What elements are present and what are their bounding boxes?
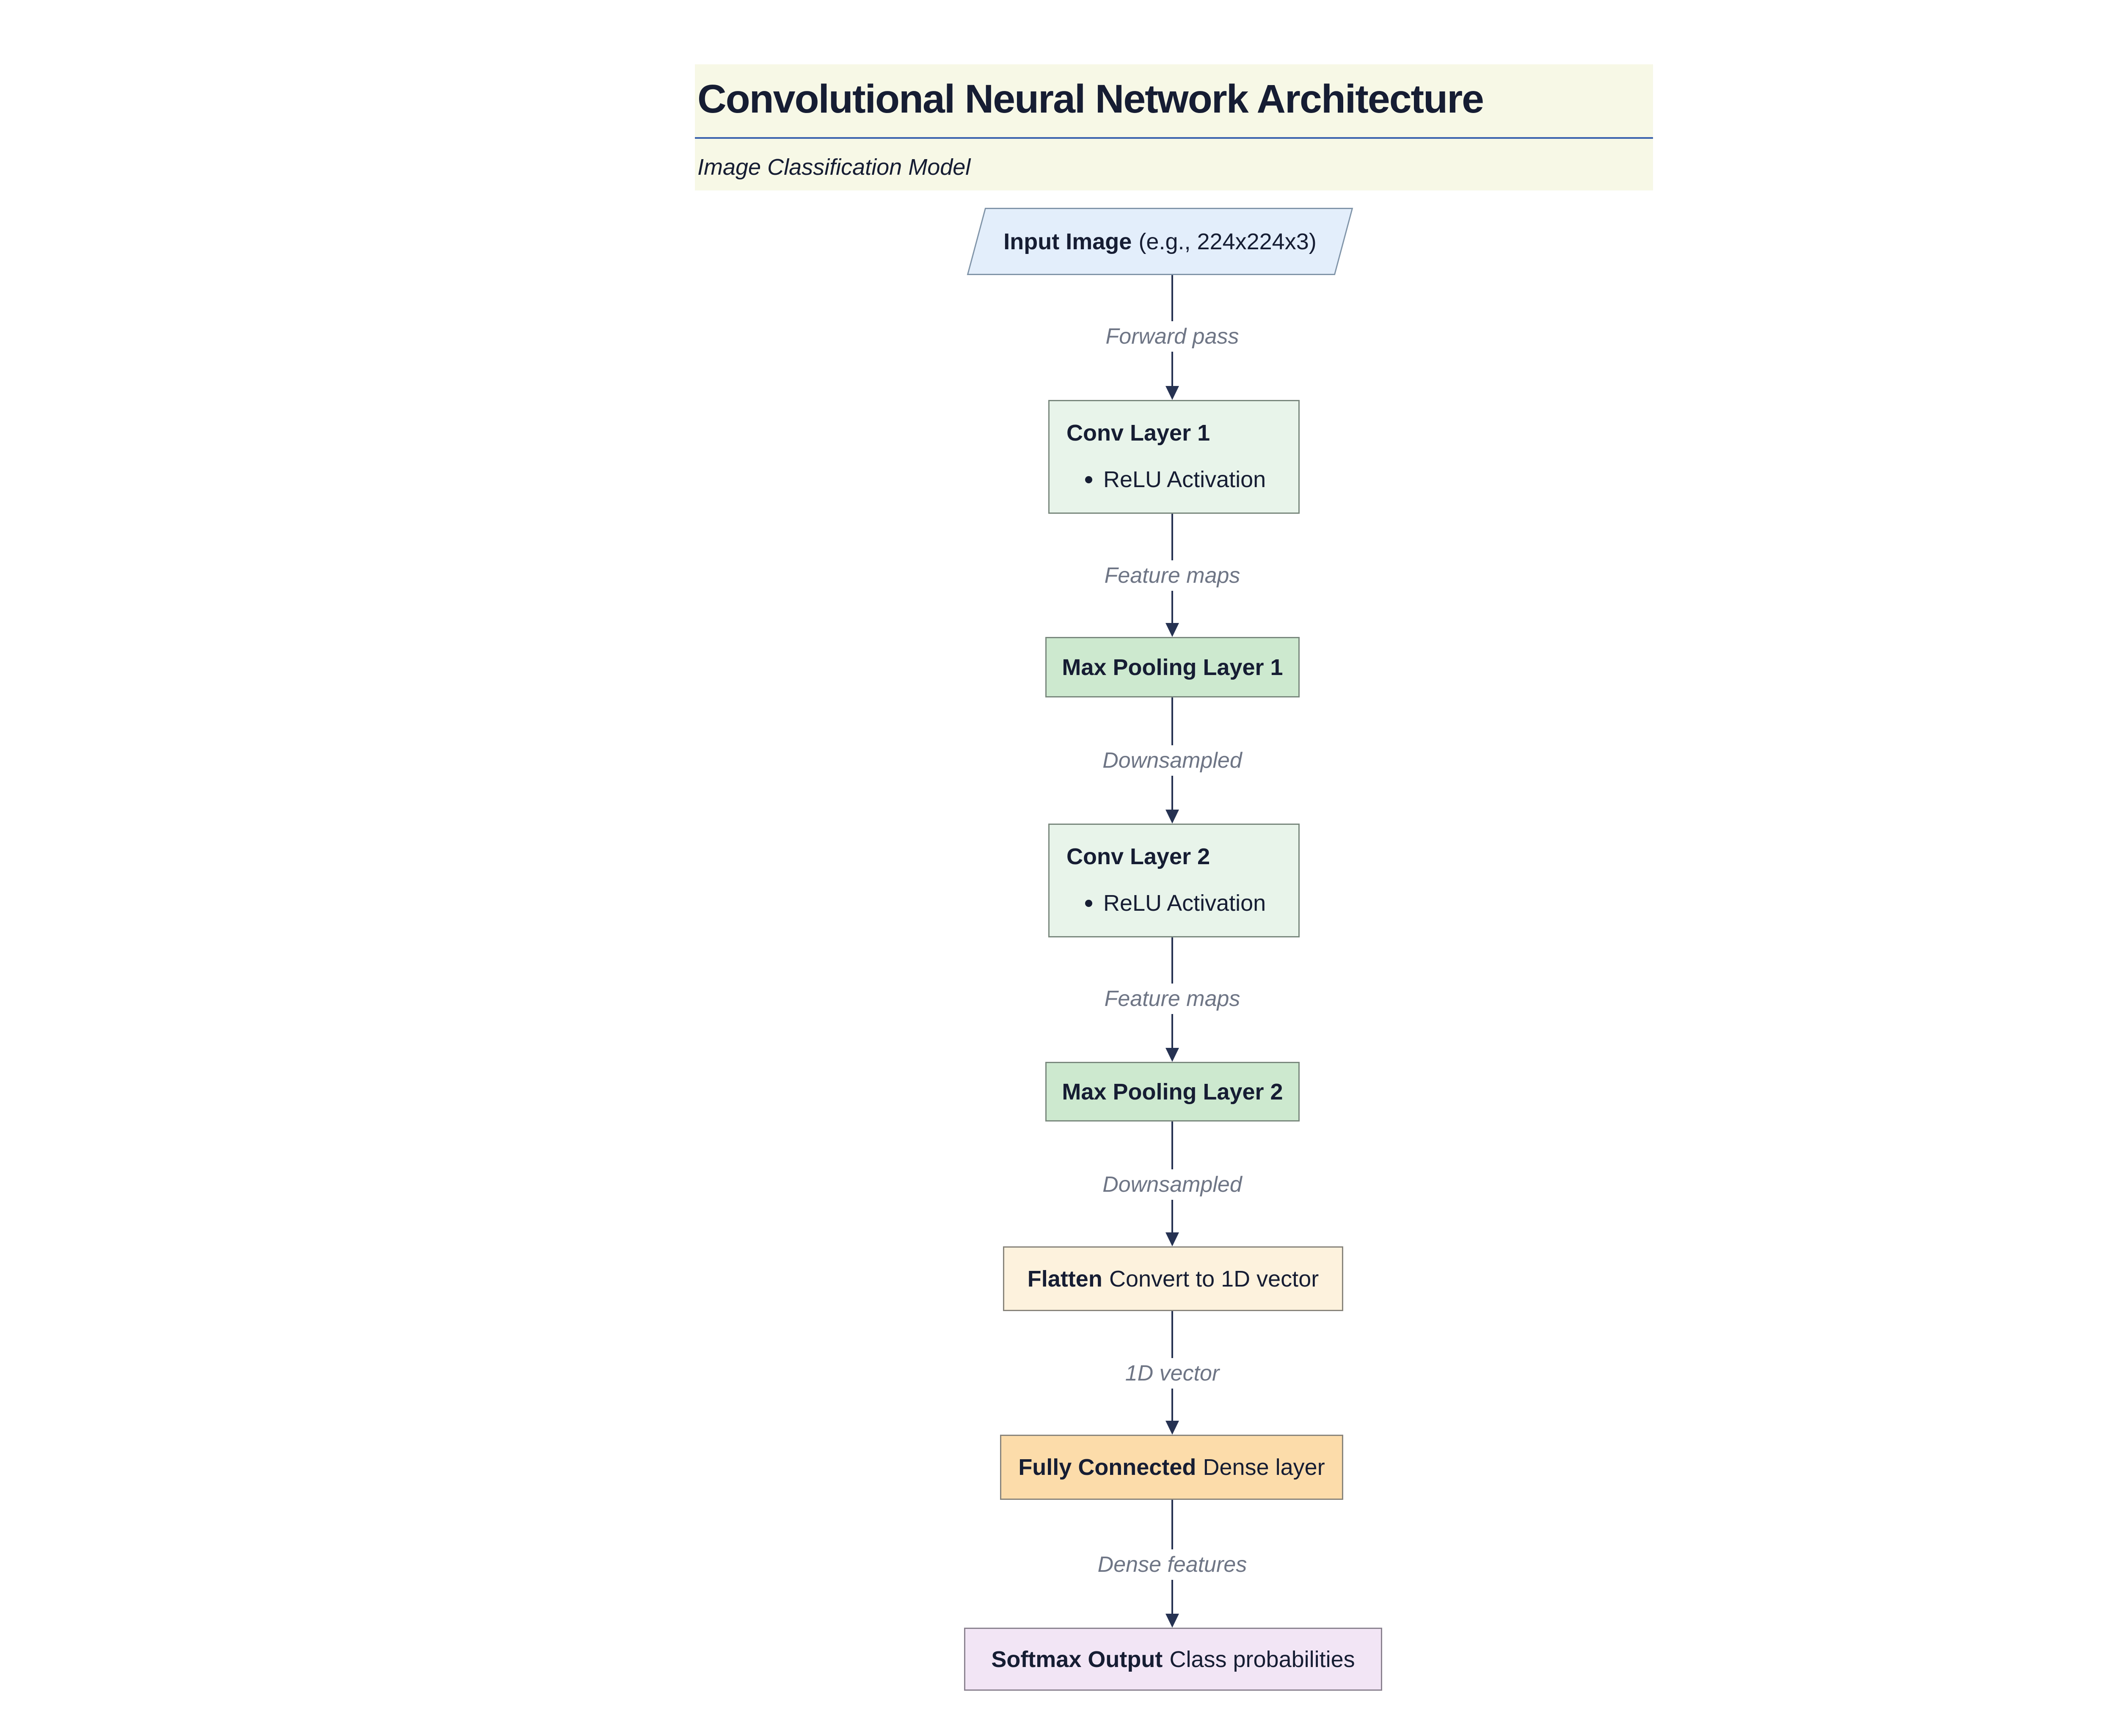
- arrowhead-icon: [1165, 1232, 1179, 1246]
- arrowhead-icon: [1165, 1048, 1179, 1062]
- diagram-subtitle: Image Classification Model: [697, 154, 971, 180]
- header-divider: [695, 137, 1653, 139]
- bullet-dot-icon: [1085, 899, 1092, 907]
- arrowhead-icon: [1165, 386, 1179, 400]
- node-title: Input Image: [1003, 229, 1132, 254]
- node-detail: (e.g., 224x224x3): [1138, 229, 1317, 254]
- bullet-text: ReLU Activation: [1103, 890, 1266, 916]
- edge-label-feature-maps-2: Feature maps: [1097, 984, 1248, 1014]
- node-label: Input Image(e.g., 224x224x3): [1003, 229, 1316, 255]
- edge-label-feature-maps-1: Feature maps: [1097, 560, 1248, 591]
- arrowhead-icon: [1165, 1421, 1179, 1435]
- node-title: Conv Layer 1: [1066, 420, 1210, 446]
- node-detail: Convert to 1D vector: [1109, 1266, 1319, 1292]
- node-title: Max Pooling Layer 2: [1062, 1079, 1283, 1105]
- bullet-text: ReLU Activation: [1103, 467, 1266, 492]
- node-detail: Class probabilities: [1169, 1646, 1355, 1672]
- edge-label-dense-features: Dense features: [1090, 1549, 1255, 1580]
- node-conv-layer-2: Conv Layer 2 ReLU Activation: [1048, 824, 1300, 937]
- node-title: Conv Layer 2: [1066, 844, 1210, 869]
- bullet-dot-icon: [1085, 476, 1092, 483]
- bullet-item: ReLU Activation: [1085, 887, 1266, 919]
- node-title: Flatten: [1027, 1266, 1102, 1292]
- diagram-title: Convolutional Neural Network Architectur…: [697, 77, 1484, 121]
- bullet-item: ReLU Activation: [1085, 464, 1266, 495]
- edge-label-1d-vector: 1D vector: [1117, 1358, 1227, 1389]
- arrowhead-icon: [1165, 810, 1179, 824]
- edge-label-downsampled-2: Downsampled: [1095, 1169, 1250, 1200]
- node-max-pooling-2: Max Pooling Layer 2: [1045, 1062, 1300, 1122]
- arrowhead-icon: [1165, 1614, 1179, 1628]
- node-conv-layer-1: Conv Layer 1 ReLU Activation: [1048, 400, 1300, 514]
- diagram-header-banner: Convolutional Neural Network Architectur…: [695, 64, 1653, 190]
- edge-label-forward-pass: Forward pass: [1098, 321, 1247, 352]
- node-detail: Dense layer: [1203, 1455, 1325, 1480]
- node-fully-connected: Fully Connected Dense layer: [1000, 1435, 1343, 1500]
- node-input-image: Input Image(e.g., 224x224x3): [967, 208, 1353, 275]
- node-title: Fully Connected: [1018, 1455, 1196, 1480]
- arrowhead-icon: [1165, 623, 1179, 637]
- node-title: Softmax Output: [991, 1646, 1163, 1672]
- node-title: Max Pooling Layer 1: [1062, 654, 1283, 680]
- edge-label-downsampled-1: Downsampled: [1095, 745, 1250, 776]
- node-max-pooling-1: Max Pooling Layer 1: [1045, 637, 1300, 697]
- node-flatten: Flatten Convert to 1D vector: [1003, 1246, 1343, 1311]
